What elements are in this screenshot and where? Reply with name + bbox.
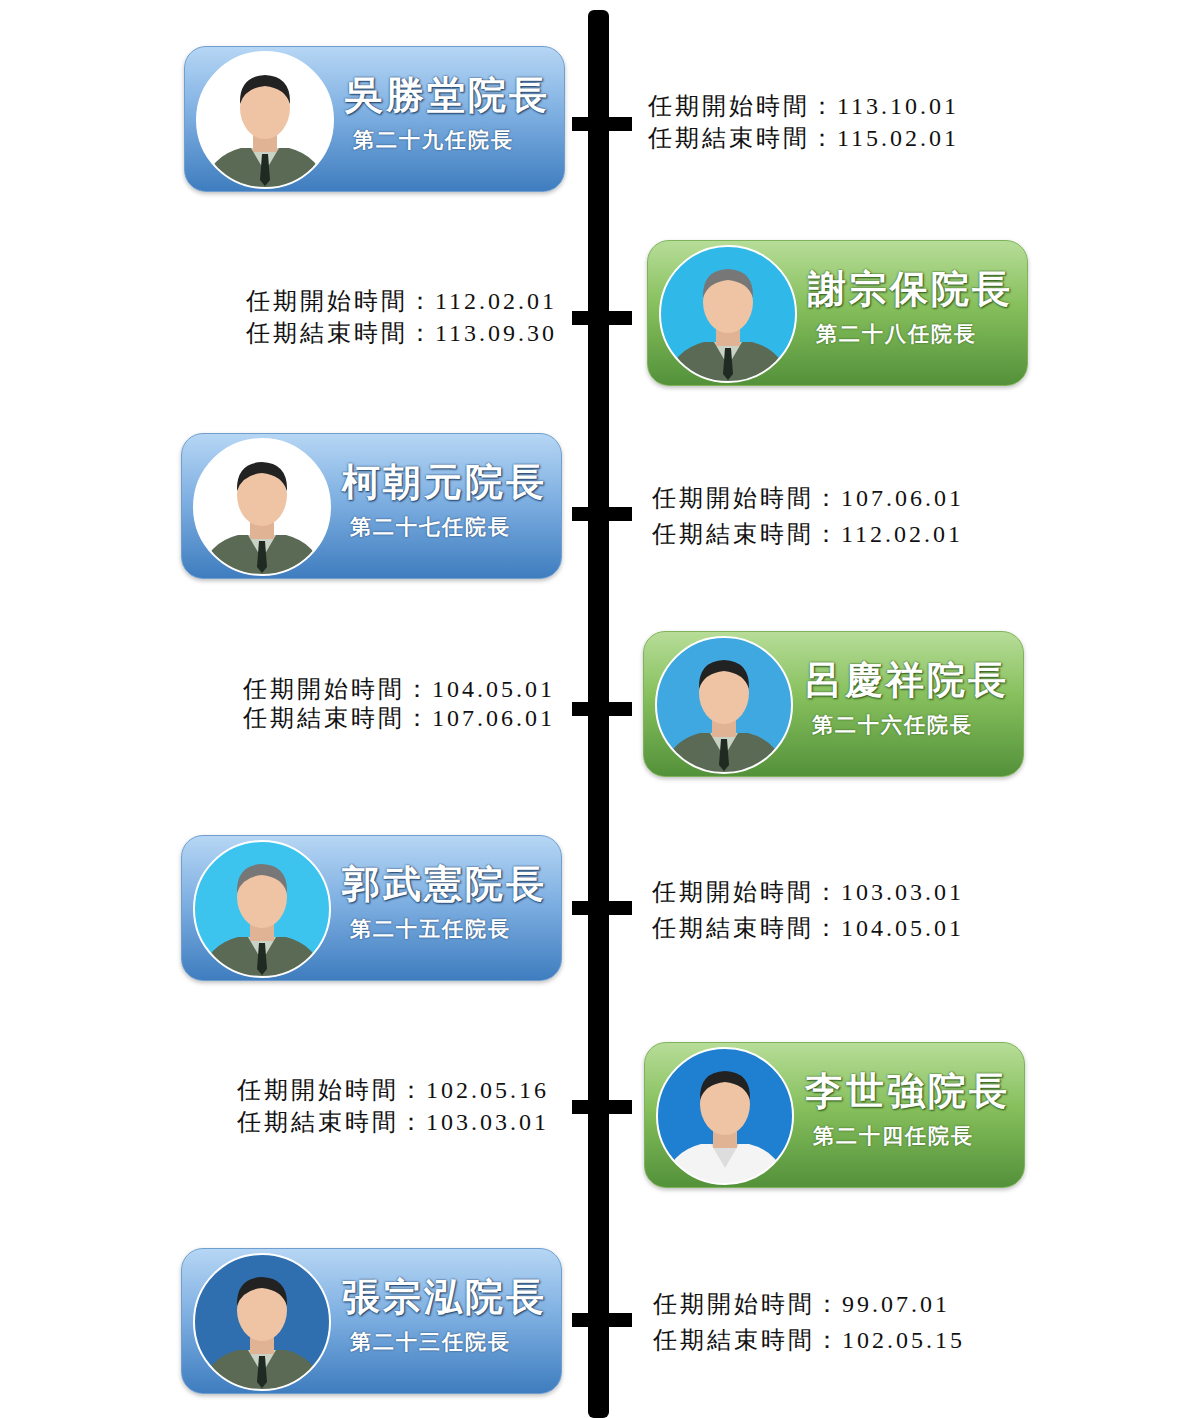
director-name: 吳勝堂院長 xyxy=(345,75,550,117)
director-card: 張宗泓院長第二十三任院長 xyxy=(181,1248,562,1394)
portrait-photo xyxy=(192,839,332,979)
term-date: 任期開始時間：107.06.01 xyxy=(652,484,964,513)
director-name: 張宗泓院長 xyxy=(342,1277,547,1319)
term-date: 任期結束時間：104.05.01 xyxy=(652,914,964,943)
director-name: 謝宗保院長 xyxy=(808,269,1013,311)
director-name: 呂慶祥院長 xyxy=(804,660,1009,702)
director-card: 李世強院長第二十四任院長 xyxy=(644,1042,1025,1188)
term-date: 任期開始時間：102.05.16 xyxy=(237,1076,549,1105)
director-card: 郭武憲院長第二十五任院長 xyxy=(181,835,562,981)
term-date: 任期結束時間：112.02.01 xyxy=(652,520,963,549)
director-card: 呂慶祥院長第二十六任院長 xyxy=(643,631,1024,777)
director-name: 郭武憲院長 xyxy=(342,864,547,906)
tick-mark xyxy=(572,702,632,716)
portrait-photo xyxy=(195,50,335,190)
term-number: 第二十六任院長 xyxy=(812,714,973,737)
term-date: 任期結束時間：107.06.01 xyxy=(243,704,555,733)
term-date: 任期開始時間：103.03.01 xyxy=(652,878,964,907)
portrait-photo xyxy=(192,437,332,577)
term-date: 任期結束時間：102.05.15 xyxy=(653,1326,965,1355)
term-date: 任期開始時間：104.05.01 xyxy=(243,675,555,704)
portrait-photo xyxy=(658,244,798,384)
term-number: 第二十八任院長 xyxy=(816,323,977,346)
term-number: 第二十三任院長 xyxy=(350,1331,511,1354)
tick-mark xyxy=(572,117,632,131)
term-number: 第二十七任院長 xyxy=(350,516,511,539)
director-card: 謝宗保院長第二十八任院長 xyxy=(647,240,1028,386)
term-date: 任期開始時間：113.10.01 xyxy=(648,92,959,121)
tick-mark xyxy=(572,507,632,521)
director-card: 柯朝元院長第二十七任院長 xyxy=(181,433,562,579)
term-date: 任期開始時間：99.07.01 xyxy=(653,1290,950,1319)
term-number: 第二十九任院長 xyxy=(353,129,514,152)
director-card: 吳勝堂院長第二十九任院長 xyxy=(184,46,565,192)
tick-mark xyxy=(572,901,632,915)
term-number: 第二十四任院長 xyxy=(813,1125,974,1148)
term-date: 任期結束時間：115.02.01 xyxy=(648,124,959,153)
portrait-photo xyxy=(192,1252,332,1392)
term-date: 任期結束時間：113.09.30 xyxy=(246,319,557,348)
term-date: 任期結束時間：103.03.01 xyxy=(237,1108,549,1137)
term-date: 任期開始時間：112.02.01 xyxy=(246,287,557,316)
portrait-photo xyxy=(655,1046,795,1186)
director-name: 柯朝元院長 xyxy=(342,462,547,504)
portrait-photo xyxy=(654,635,794,775)
tick-mark xyxy=(572,311,632,325)
term-number: 第二十五任院長 xyxy=(350,918,511,941)
director-name: 李世強院長 xyxy=(805,1071,1010,1113)
tick-mark xyxy=(572,1313,632,1327)
tick-mark xyxy=(572,1100,632,1114)
